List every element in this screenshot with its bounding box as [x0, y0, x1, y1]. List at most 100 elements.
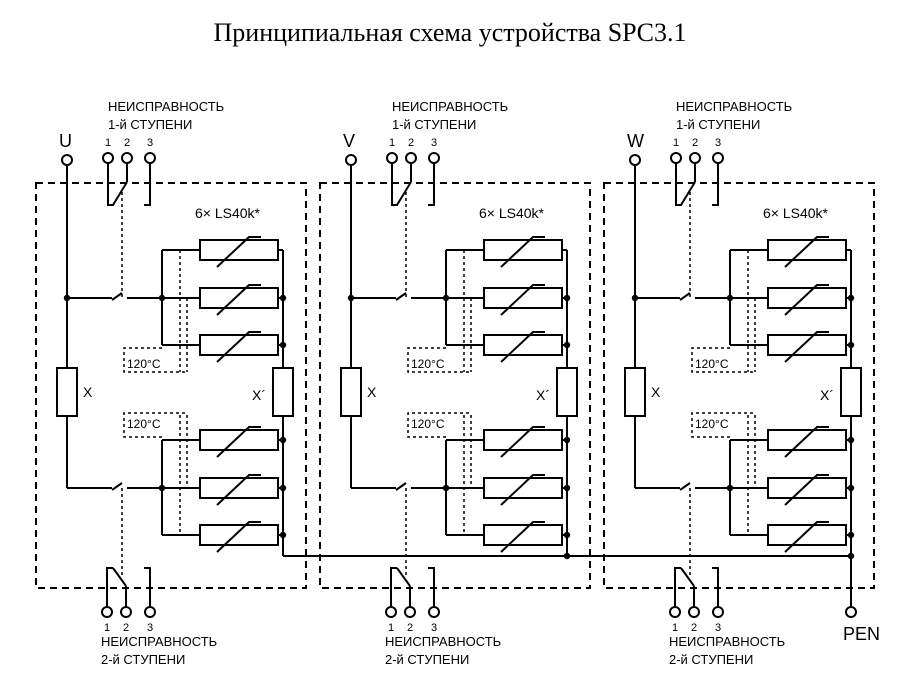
terminal — [120, 606, 132, 618]
varistor-body — [483, 334, 563, 356]
junction-dot — [279, 531, 287, 539]
varistor — [767, 331, 847, 363]
varistor — [767, 236, 847, 268]
junction-dot — [279, 341, 287, 349]
pin-2-label: 2 — [124, 137, 130, 149]
varistor-slash — [216, 474, 261, 506]
x-resistor — [624, 367, 646, 417]
junction-dot — [847, 484, 855, 492]
x-prime-label: X´ — [252, 387, 266, 403]
contact-nc — [107, 163, 114, 206]
varistor-body — [767, 287, 847, 309]
junction-dot — [563, 531, 571, 539]
terminal — [428, 152, 440, 164]
varistor-body — [199, 239, 279, 261]
contact-nc — [390, 567, 397, 607]
varistor — [199, 236, 279, 268]
fault2-label-line1: НЕИСПРАВНОСТЬ — [385, 634, 501, 649]
pin-3-label: 3 — [431, 137, 437, 149]
contact-nc — [674, 567, 681, 607]
varistor-slash — [784, 521, 829, 553]
thermal-switch-blade — [395, 482, 407, 491]
fault1-label-line1: НЕИСПРАВНОСТЬ — [392, 99, 508, 114]
contact-no — [428, 163, 435, 206]
module-enclosure — [603, 182, 875, 589]
contact-no — [144, 567, 151, 607]
pin-2-label: 2 — [407, 622, 413, 634]
junction-dot — [563, 552, 571, 560]
pin-3-label: 3 — [431, 622, 437, 634]
varistor — [483, 426, 563, 458]
varistor-slash — [216, 284, 261, 316]
fault1-label-line1: НЕИСПРАВНОСТЬ — [108, 99, 224, 114]
temp-box-lower — [407, 412, 469, 438]
varistor — [483, 331, 563, 363]
contact-nc — [106, 567, 113, 607]
junction-dot — [279, 436, 287, 444]
temp-label-lower: 120°C — [695, 417, 729, 431]
terminal — [712, 606, 724, 618]
junction-dot — [563, 484, 571, 492]
fault1-label-line2: 1-й СТУПЕНИ — [108, 117, 192, 132]
varistor-body — [199, 287, 279, 309]
junction-dot — [847, 341, 855, 349]
phase-terminal — [61, 154, 73, 166]
pen-terminal — [845, 606, 857, 618]
contact-blade — [680, 181, 696, 206]
pin-1-label: 1 — [672, 622, 678, 634]
phase-label: V — [343, 131, 355, 151]
contact-nc — [675, 163, 682, 206]
thermal-switch-blade — [679, 292, 691, 301]
varistor-slash — [784, 331, 829, 363]
temp-box-lower — [123, 412, 185, 438]
terminal — [688, 606, 700, 618]
thermal-switch-blade — [395, 292, 407, 301]
x-prime-label: X´ — [536, 387, 550, 403]
terminal — [404, 606, 416, 618]
pin-1-label: 1 — [389, 137, 395, 149]
varistor — [483, 474, 563, 506]
varistor — [483, 521, 563, 553]
pin-3-label: 3 — [715, 622, 721, 634]
varistor — [199, 474, 279, 506]
varistor-body — [767, 524, 847, 546]
contact-no — [144, 163, 151, 206]
varistor-body — [767, 429, 847, 451]
junction-dot — [563, 341, 571, 349]
varistor — [767, 426, 847, 458]
contact-blade — [680, 567, 695, 587]
contact-nc — [391, 163, 398, 206]
varistor-body — [483, 287, 563, 309]
pin-1-label: 1 — [105, 137, 111, 149]
fault2-label-line1: НЕИСПРАВНОСТЬ — [101, 634, 217, 649]
varistor — [767, 521, 847, 553]
junction-dot — [563, 294, 571, 302]
varistor-slash — [500, 331, 545, 363]
pin-2-label: 2 — [691, 622, 697, 634]
junction-dot — [847, 294, 855, 302]
fault2-label-line2: 2-й СТУПЕНИ — [101, 652, 185, 667]
thermal-switch-blade — [111, 482, 123, 491]
varistor-slash — [500, 236, 545, 268]
pin-1-label: 1 — [104, 622, 110, 634]
varistor-slash — [784, 426, 829, 458]
temp-box-upper — [123, 347, 185, 373]
varistor-body — [483, 524, 563, 546]
junction-dot — [563, 436, 571, 444]
temp-label-upper: 120°C — [695, 357, 729, 371]
temp-box-lower — [691, 412, 753, 438]
x-prime-resistor — [272, 367, 294, 417]
terminal — [689, 152, 701, 164]
varistor-body — [199, 429, 279, 451]
page-title: Принципиальная схема устройства SPC3.1 — [213, 18, 687, 47]
varistor — [199, 521, 279, 553]
x-prime-label: X´ — [820, 387, 834, 403]
fault2-label-line2: 2-й СТУПЕНИ — [669, 652, 753, 667]
phase-label: U — [59, 131, 72, 151]
contact-blade — [112, 181, 128, 206]
varistor-slash — [216, 236, 261, 268]
junction-dot — [279, 484, 287, 492]
